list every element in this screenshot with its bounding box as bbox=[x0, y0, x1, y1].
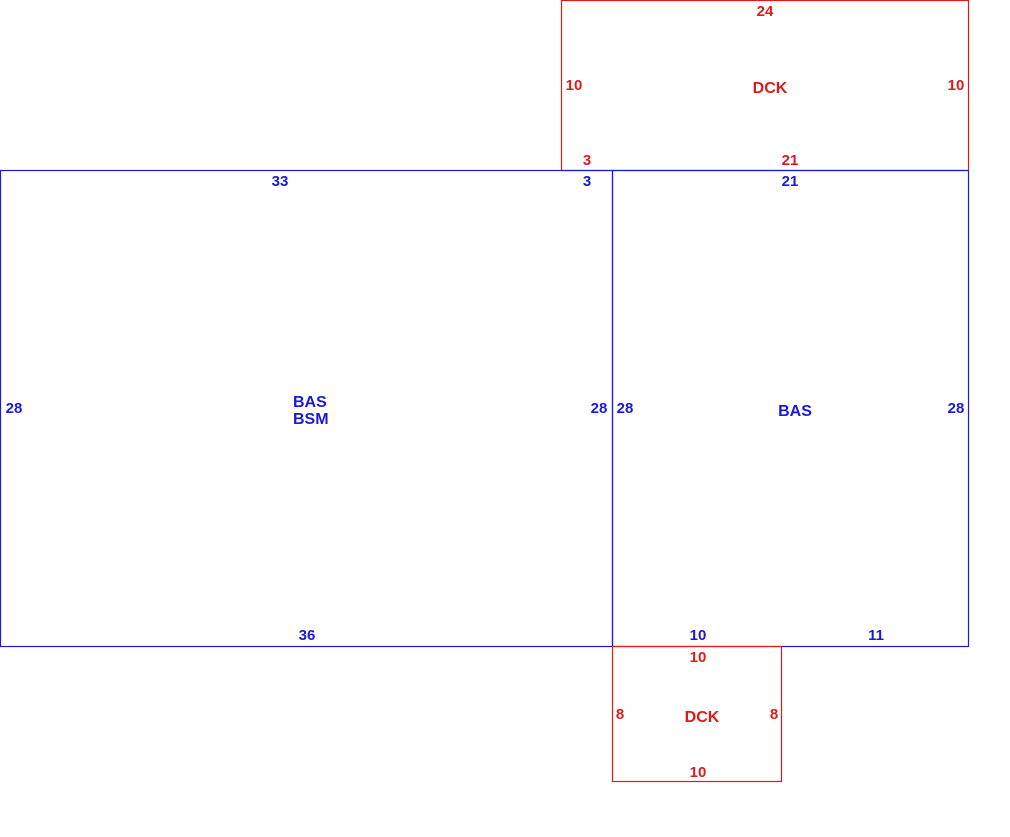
dim-dck-bottom-top: 10 bbox=[690, 649, 707, 666]
dim-bas-right-top: 21 bbox=[782, 173, 799, 190]
dim-bas-left-left: 28 bbox=[6, 400, 23, 417]
dim-bas-left-top-b: 3 bbox=[583, 173, 591, 190]
dim-bas-left-bottom: 36 bbox=[299, 627, 316, 644]
dim-bas-right-right: 28 bbox=[948, 400, 965, 417]
area-label-bas-right: BAS bbox=[778, 403, 812, 420]
area-label-bas-left-2: BSM bbox=[293, 411, 329, 428]
dim-bas-left-top-a: 33 bbox=[272, 173, 289, 190]
dim-bas-right-left: 28 bbox=[617, 400, 634, 417]
dim-dck-bottom-left: 8 bbox=[616, 706, 624, 723]
dim-dck-bottom-bottom: 10 bbox=[690, 764, 707, 781]
dim-bas-left-right: 28 bbox=[591, 400, 608, 417]
dim-bas-right-bottom-b: 11 bbox=[868, 627, 884, 644]
bas-right-outline bbox=[611, 169, 970, 648]
area-label-bas-left-1: BAS bbox=[293, 394, 327, 411]
dim-dck-top-bottom-b: 21 bbox=[782, 152, 799, 169]
dim-dck-top-left: 10 bbox=[566, 77, 583, 94]
dck-bottom-outline bbox=[611, 645, 783, 783]
area-label-dck-top: DCK bbox=[753, 80, 788, 97]
dim-bas-right-bottom-a: 10 bbox=[690, 627, 707, 644]
dim-dck-top-top: 24 bbox=[757, 3, 774, 20]
dim-dck-top-right: 10 bbox=[948, 77, 965, 94]
dim-dck-bottom-right: 8 bbox=[770, 706, 778, 723]
area-label-dck-bottom: DCK bbox=[685, 709, 720, 726]
dim-dck-top-bottom-a: 3 bbox=[583, 152, 591, 169]
